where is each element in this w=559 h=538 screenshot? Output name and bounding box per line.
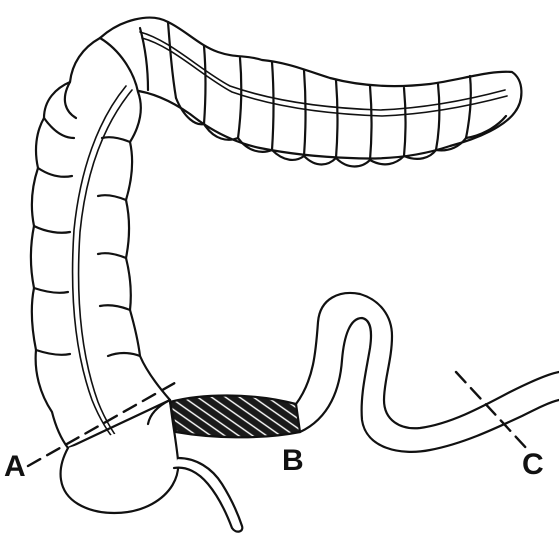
label-b: B (282, 446, 304, 476)
section-line-c (456, 372, 528, 450)
appendix-stump (174, 458, 242, 532)
descending-colon (31, 38, 170, 474)
small-bowel (296, 293, 559, 428)
label-a: A (4, 452, 26, 482)
small-bowel-inner (300, 318, 559, 452)
label-c: C (522, 450, 544, 480)
shaded-segment (170, 396, 300, 438)
transverse-colon (100, 18, 521, 167)
